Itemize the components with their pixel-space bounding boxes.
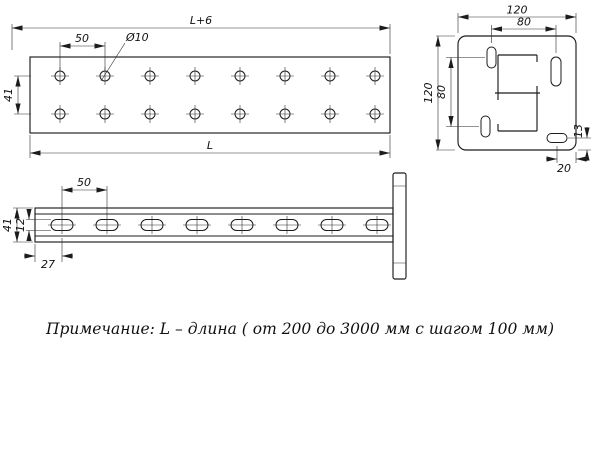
- dim-row-spacing: 41: [2, 75, 31, 115]
- slot-right: [550, 56, 562, 87]
- slot-bottom-right: [546, 133, 568, 143]
- strut-profile-section: [495, 54, 540, 132]
- dim-label: 120: [507, 4, 528, 17]
- hole: [185, 66, 205, 86]
- hole: [365, 104, 385, 124]
- dim-slot-height: 12: [14, 209, 51, 241]
- slot-row: [47, 215, 392, 235]
- dim-label: 20: [557, 162, 571, 175]
- slot-bottom-left: [480, 115, 491, 138]
- hole-row-top: [50, 66, 385, 86]
- extension-lines: [26, 219, 51, 231]
- flange-plate-edge: [392, 172, 407, 280]
- flange-plate-outline: [457, 35, 577, 151]
- hole: [320, 66, 340, 86]
- hole: [50, 104, 70, 124]
- hole: [95, 104, 115, 124]
- hole: [230, 104, 250, 124]
- side-view: 50 41 12 27: [1, 172, 407, 280]
- dim-plate-width: 120: [457, 4, 577, 33]
- dim-hole-diameter: Ø10: [100, 31, 149, 82]
- extension-lines: [568, 137, 591, 151]
- slot: [182, 215, 212, 235]
- hole: [275, 104, 295, 124]
- slot: [317, 215, 347, 235]
- hole: [140, 66, 160, 86]
- dim-label: 12: [14, 218, 27, 232]
- slot-top-left: [486, 46, 497, 69]
- dim-slot-pitch: 50: [61, 176, 108, 216]
- hole: [140, 104, 160, 124]
- dim-label: 120: [422, 83, 435, 104]
- dim-slot-pattern-width: 80: [491, 16, 557, 53]
- plan-view: L+6 50 Ø10 41 L: [2, 14, 391, 158]
- slot: [92, 215, 122, 235]
- hole: [230, 66, 250, 86]
- dim-length: L: [29, 135, 391, 158]
- dim-slot-corner-offset: 20: [546, 146, 587, 175]
- dim-hole-pitch: 50: [59, 32, 106, 70]
- slot: [47, 215, 77, 235]
- extension-lines: [446, 57, 485, 127]
- dim-label: 27: [41, 258, 55, 271]
- dim-label: L+6: [190, 14, 212, 27]
- slot: [227, 215, 257, 235]
- slot: [137, 215, 167, 235]
- extension-lines: [61, 186, 108, 216]
- extension-lines: [11, 24, 391, 54]
- dim-end-margin: 27: [24, 238, 73, 271]
- dim-profile-height: 41: [1, 207, 33, 243]
- dim-overall-length: L+6: [11, 14, 391, 54]
- dim-label: Ø10: [125, 31, 149, 44]
- dim-label: 41: [2, 88, 15, 102]
- hole: [320, 104, 340, 124]
- slot: [272, 215, 302, 235]
- hole-row-bottom: [50, 104, 385, 124]
- plate-slot-edge-marks: [393, 185, 406, 264]
- strut-bar-outline: [29, 56, 391, 134]
- slot: [362, 215, 392, 235]
- lip-edge-lines: [35, 213, 393, 237]
- dim-slot-pattern-height: 80: [435, 57, 485, 127]
- dim-slot-edge-offset: 13: [568, 124, 591, 161]
- hole: [275, 66, 295, 86]
- dim-label: 13: [572, 124, 585, 138]
- dim-label: 41: [1, 218, 14, 232]
- dim-label: 80: [517, 16, 531, 29]
- dim-label: 50: [75, 32, 89, 45]
- dim-label: L: [207, 139, 213, 152]
- note-text: Примечание: L – длина ( от 200 до 3000 м…: [45, 320, 554, 338]
- dim-plate-height: 120: [422, 35, 455, 151]
- end-view: 120 80 120 80 13 20: [422, 4, 591, 175]
- dim-label: 80: [435, 85, 448, 99]
- extension-lines: [14, 75, 31, 115]
- leader-line: [100, 42, 126, 82]
- hole: [365, 66, 385, 86]
- hole: [185, 104, 205, 124]
- dim-label: 50: [77, 176, 91, 189]
